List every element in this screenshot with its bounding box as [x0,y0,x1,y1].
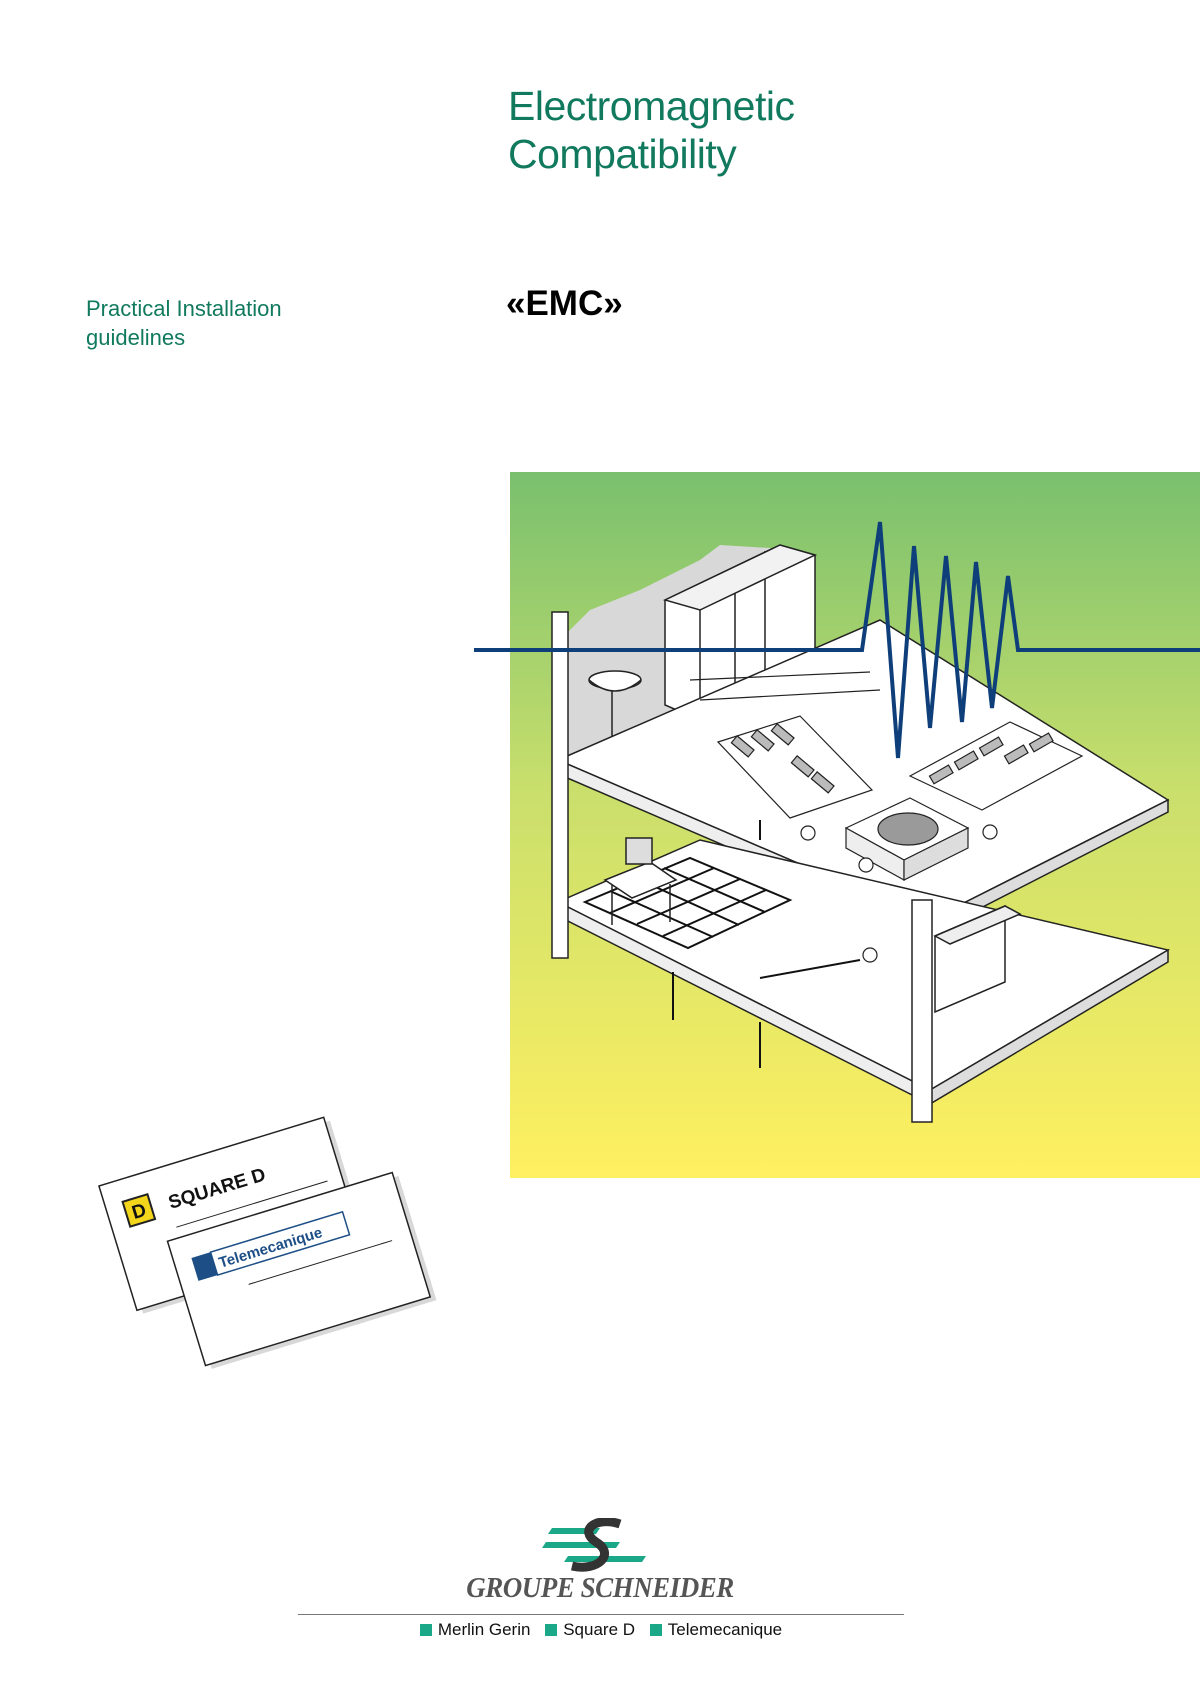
square-d-card: D SQUARE D [98,1116,368,1314]
footer-divider [298,1614,904,1615]
brand-item: Telemecanique [649,1620,783,1640]
pillars [551,611,933,1123]
title-line-2: Compatibility [508,131,737,177]
square-d-logo-box [121,1192,157,1228]
bullet-square-icon [545,1624,558,1636]
subtitle-line-2: guidelines [86,325,186,350]
brand-square-d: Square D [563,1620,636,1639]
brand-merlin-gerin: Merlin Gerin [437,1620,531,1639]
junction-box [844,797,970,882]
brand-cards: D SQUARE D Telemecanique [98,1116,437,1369]
brand-telemecanique: Telemecanique [667,1620,783,1639]
emc-acronym: «EMC» [506,284,623,323]
document-title: Electromagnetic Compatibility [508,82,795,178]
subtitle-line-1: Practical Installation [86,296,282,321]
cable-trays [689,671,1084,819]
desk-monitor [603,837,678,925]
bullet-square-icon [649,1624,662,1636]
earth-conductors [672,820,861,1068]
telemecanique-card: Telemecanique [166,1171,437,1369]
emc-disturbance-signal [474,521,1200,759]
document-subtitle: Practical Installation guidelines [86,294,282,352]
telemecanique-logo-box [191,1252,218,1281]
bullet-square-icon [419,1624,432,1636]
wash-basin [588,670,642,742]
emc-installation-illustration [474,472,1200,1178]
schneider-s-logo [542,1518,646,1572]
square-d-logo-letter: D [130,1200,149,1224]
lower-floor [556,839,1170,1106]
control-box [933,904,1022,1014]
title-line-1: Electromagnetic [508,83,795,129]
group-name: GROUPE SCHNEIDER [466,1572,734,1604]
brand-item: Merlin Gerin [419,1620,531,1640]
cable-glands [800,824,998,963]
brand-item: Square D [545,1620,635,1640]
brand-list: Merlin Gerin Square D Telemecanique [298,1620,904,1640]
